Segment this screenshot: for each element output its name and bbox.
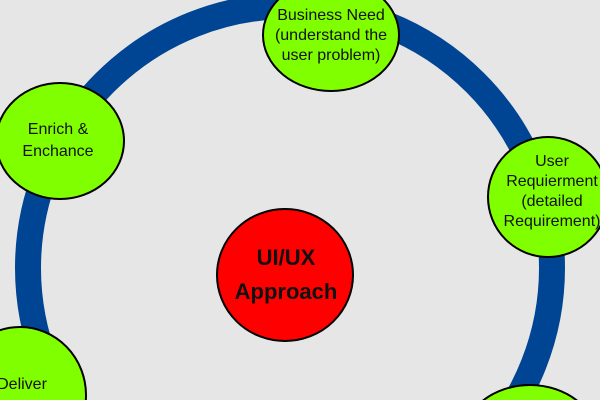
node-user-requirement: User Requierment (detailed Requirement) <box>487 136 600 258</box>
node-business-need-line-1: Business Need <box>277 7 385 24</box>
node-user-requirement-line-4: Requirement) <box>504 213 600 230</box>
center-title-line-2: Approach <box>235 279 338 304</box>
node-user-requirement-line-2: Requierment <box>506 173 598 190</box>
node-enrich-enhance: Enrich & Enchance <box>0 82 125 200</box>
node-business-need-line-3: user problem) <box>282 47 381 64</box>
node-deliver-line-1: Deliver <box>0 376 48 393</box>
node-enrich-enhance-line-2: Enchance <box>22 143 93 160</box>
center-node: UI/UX Approach <box>216 208 354 342</box>
node-next-stage <box>482 384 578 400</box>
center-title-line-1: UI/UX <box>257 245 316 270</box>
node-enrich-enhance-line-1: Enrich & <box>28 121 89 138</box>
node-user-requirement-line-1: User <box>535 153 569 170</box>
node-business-need-line-2: (understand the <box>275 27 387 44</box>
node-deliver: Deliver <box>0 326 87 400</box>
node-user-requirement-line-3: (detailed <box>521 193 582 210</box>
node-business-need: Business Need (understand the user probl… <box>262 0 400 92</box>
